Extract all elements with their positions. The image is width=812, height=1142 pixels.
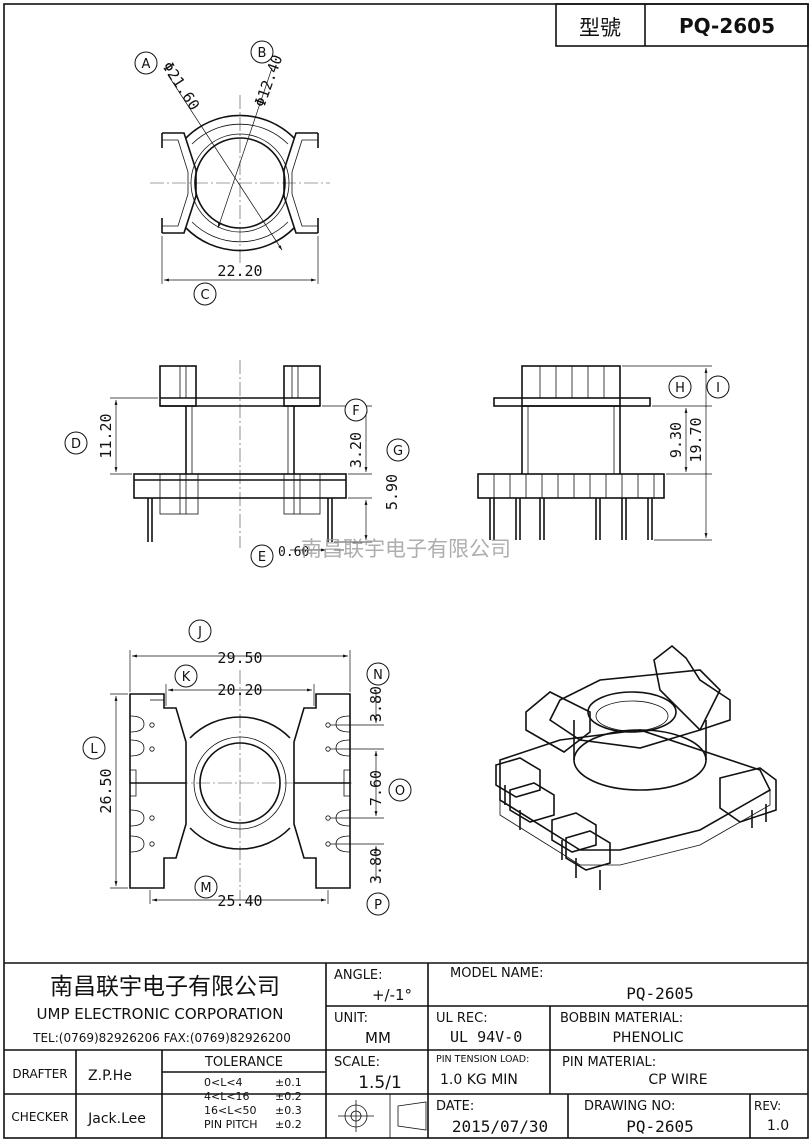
date-value: 2015/07/30 bbox=[452, 1117, 548, 1136]
front-view: 11.20 3.20 5.90 0.60 D F G E bbox=[64, 360, 410, 568]
tolerance-value-2: ±0.2 bbox=[275, 1090, 302, 1103]
tolerance-value-1: ±0.1 bbox=[275, 1076, 302, 1089]
svg-text:F: F bbox=[352, 404, 359, 419]
contact-info: TEL:(0769)82926206 FAX:(0769)82926200 bbox=[32, 1031, 291, 1045]
company-cn: 南昌联宇电子有限公司 bbox=[50, 974, 280, 1000]
svg-text:J: J bbox=[197, 625, 202, 640]
dim-l-text: 26.50 bbox=[97, 768, 115, 813]
bubble-i bbox=[706, 375, 730, 399]
bubble-g bbox=[386, 438, 410, 462]
bubble-n bbox=[366, 662, 390, 686]
dim-f-text: 3.20 bbox=[347, 432, 365, 468]
bubble-d bbox=[64, 431, 88, 455]
svg-text:M: M bbox=[200, 881, 211, 896]
drafter-value: Z.P.He bbox=[88, 1068, 132, 1084]
bubble-b bbox=[250, 40, 274, 64]
scale-label: SCALE: bbox=[334, 1055, 380, 1070]
dim-e-text: 0.60 bbox=[278, 545, 309, 560]
dim-k-text: 20.20 bbox=[217, 681, 262, 699]
dim-i-text: 19.70 bbox=[687, 417, 705, 462]
company-en: UMP ELECTRONIC CORPORATION bbox=[37, 1005, 284, 1023]
pin-tension-value: 1.0 KG MIN bbox=[440, 1072, 518, 1088]
model-value: PQ-2605 bbox=[679, 14, 775, 38]
side-view: 9.30 19.70 H I bbox=[477, 365, 730, 541]
dim-h-text: 9.30 bbox=[667, 422, 685, 458]
pin-material-value: CP WIRE bbox=[648, 1072, 707, 1088]
drafter-label: DRAFTER bbox=[12, 1067, 67, 1081]
ul-rec-label: UL REC: bbox=[436, 1011, 488, 1026]
tolerance-label: TOLERANCE bbox=[204, 1055, 283, 1070]
dim-d-text: 11.20 bbox=[97, 413, 115, 458]
rev-label: REV: bbox=[754, 1099, 781, 1113]
svg-text:H: H bbox=[675, 381, 685, 396]
dim-p-text: 3.80 bbox=[367, 848, 385, 884]
pin-material-label: PIN MATERIAL: bbox=[562, 1055, 656, 1070]
svg-text:K: K bbox=[182, 670, 191, 685]
projection-symbol-icon bbox=[338, 1100, 427, 1132]
ul-rec-value: UL 94V-0 bbox=[450, 1028, 522, 1046]
dim-g-text: 5.90 bbox=[383, 474, 401, 510]
tolerance-range-1: 0<L<4 bbox=[204, 1076, 243, 1089]
watermark-text: 南昌联宇电子有限公司 bbox=[301, 537, 511, 561]
svg-text:N: N bbox=[373, 668, 383, 683]
tolerance-range-4: PIN PITCH bbox=[204, 1118, 258, 1131]
date-label: DATE: bbox=[436, 1099, 474, 1114]
dim-m-text: 25.40 bbox=[217, 892, 262, 910]
svg-text:A: A bbox=[142, 57, 151, 72]
unit-label: UNIT: bbox=[334, 1011, 368, 1026]
svg-text:P: P bbox=[374, 898, 382, 913]
bubble-m bbox=[194, 875, 218, 899]
angle-label: ANGLE: bbox=[334, 968, 383, 983]
bobbin-material-label: BOBBIN MATERIAL: bbox=[560, 1011, 683, 1026]
model-name-value: PQ-2605 bbox=[626, 984, 693, 1003]
tolerance-value-3: ±0.3 bbox=[275, 1104, 302, 1117]
bottom-view: 29.50 20.20 26.50 25.40 3.80 7.60 3.80 J… bbox=[82, 619, 412, 916]
tolerance-value-4: ±0.2 bbox=[275, 1118, 302, 1131]
isometric-view bbox=[495, 644, 777, 890]
svg-text:E: E bbox=[258, 550, 266, 565]
bubble-f bbox=[344, 398, 368, 422]
svg-text:O: O bbox=[395, 784, 405, 799]
svg-text:I: I bbox=[716, 381, 720, 396]
sheet-border bbox=[3, 3, 809, 1139]
svg-text:G: G bbox=[393, 444, 403, 459]
dim-j-text: 29.50 bbox=[217, 649, 262, 667]
svg-text:C: C bbox=[200, 288, 209, 303]
bubble-j bbox=[188, 619, 212, 643]
checker-label: CHECKER bbox=[11, 1110, 68, 1124]
dim-o-text: 7.60 bbox=[367, 770, 385, 806]
svg-text:L: L bbox=[90, 742, 98, 757]
top-view: 22.20 Φ21.60 Φ12.40 A B C bbox=[134, 40, 330, 306]
svg-text:D: D bbox=[71, 437, 81, 452]
scale-value: 1.5/1 bbox=[358, 1073, 402, 1093]
bubble-h bbox=[668, 375, 692, 399]
svg-text:B: B bbox=[258, 46, 267, 61]
model-name-label: MODEL NAME: bbox=[450, 966, 543, 981]
tolerance-range-3: 16<L<50 bbox=[204, 1104, 257, 1117]
unit-value: MM bbox=[365, 1029, 391, 1047]
bubble-e bbox=[250, 544, 274, 568]
model-label: 型號 bbox=[579, 16, 621, 40]
dim-n-text: 3.80 bbox=[367, 686, 385, 722]
bubble-l bbox=[82, 736, 106, 760]
header-box: 型號 PQ-2605 bbox=[555, 3, 809, 47]
angle-value: +/-1° bbox=[372, 986, 412, 1004]
drawing-no-value: PQ-2605 bbox=[626, 1117, 693, 1136]
tolerance-range-2: 4<L<16 bbox=[204, 1090, 250, 1103]
bubble-c bbox=[193, 282, 217, 306]
checker-value: Jack.Lee bbox=[87, 1111, 146, 1127]
pin-tension-label: PIN TENSION LOAD: bbox=[436, 1054, 529, 1065]
rev-value: 1.0 bbox=[767, 1118, 789, 1134]
dim-c-text: 22.20 bbox=[217, 262, 262, 280]
title-block: 南昌联宇电子有限公司 UMP ELECTRONIC CORPORATION TE… bbox=[4, 962, 808, 1138]
bubble-p bbox=[366, 892, 390, 916]
bobbin-material-value: PHENOLIC bbox=[612, 1030, 683, 1046]
bubble-o bbox=[388, 778, 412, 802]
bubble-a bbox=[134, 51, 158, 75]
dim-a-text: Φ21.60 bbox=[159, 58, 204, 113]
bubble-k bbox=[174, 664, 198, 688]
drawing-no-label: DRAWING NO: bbox=[584, 1099, 675, 1114]
